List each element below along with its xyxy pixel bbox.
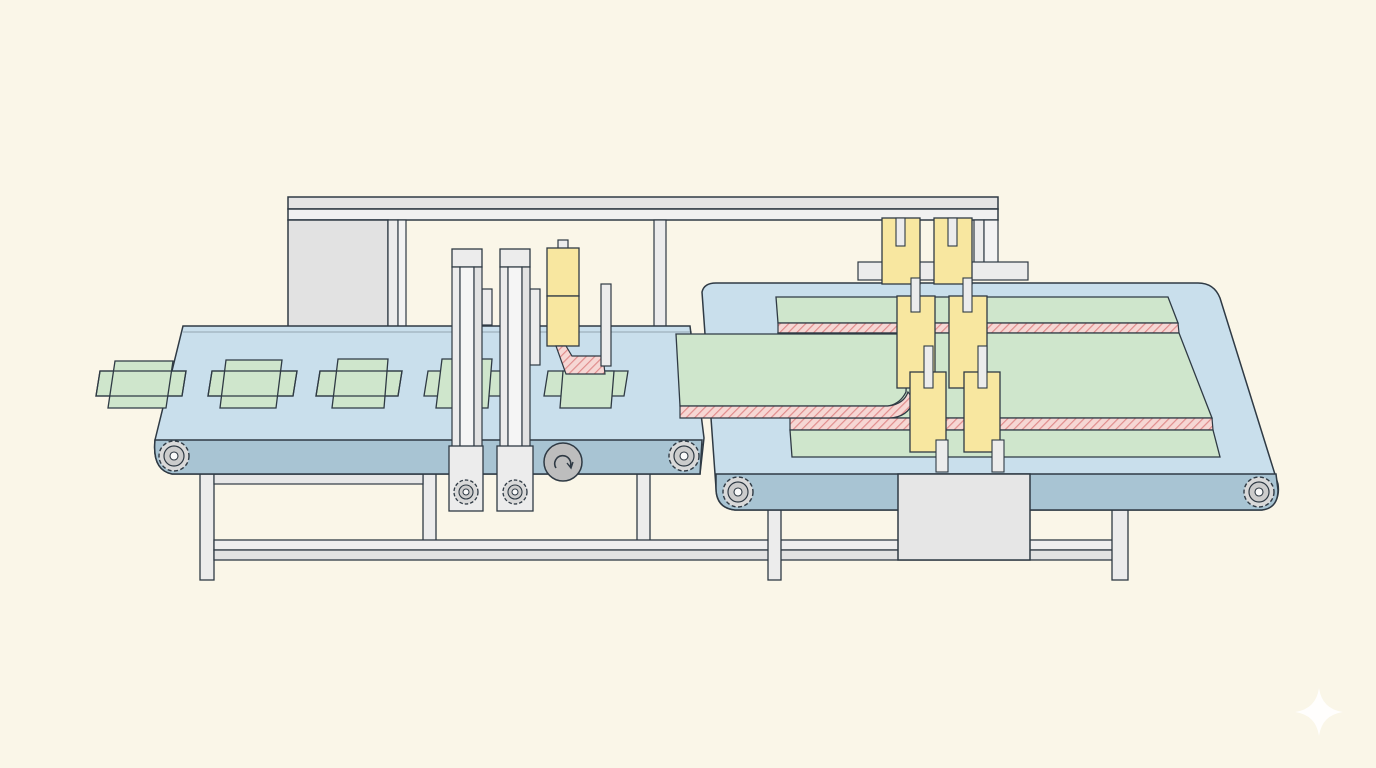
gantry-housing [287,219,389,329]
outfeed-gear-left-icon [722,476,754,508]
gantry-post [653,219,667,331]
product-blank [543,370,629,409]
infeed-belt-side [153,439,703,475]
outfeed-gear-right-icon [1243,476,1275,508]
folding-arm [496,248,541,512]
product-blank [207,359,298,409]
base-frame [199,455,1129,581]
tape-applicator [546,239,612,375]
control-box [897,473,1031,561]
sparkle-icon [1295,688,1343,736]
product-blank [95,360,187,409]
press-actuator [909,345,949,473]
gantry-frame [287,196,999,331]
folding-arm-gear-icon [502,479,528,505]
press-actuator [933,217,973,285]
rotate-arrow-icon [543,442,583,482]
infeed-gear-left-icon [158,440,190,472]
folding-arm-gear-icon [453,479,479,505]
folding-arm [448,248,493,512]
product-sheet [675,333,915,419]
infeed-gear-right-icon [668,440,700,472]
press-actuator [963,345,1005,473]
press-actuator [881,217,921,285]
product-blank [315,358,403,409]
